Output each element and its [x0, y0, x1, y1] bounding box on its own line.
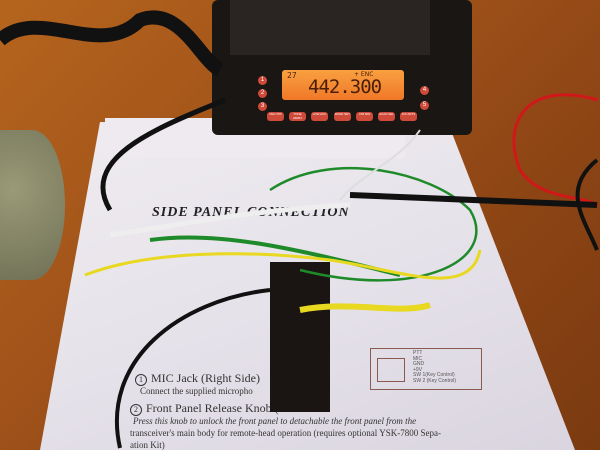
coiled-cord	[0, 10, 224, 77]
pin-label: PTT	[413, 350, 423, 356]
black-cable-lower	[114, 288, 271, 449]
transceiver-speaker-grille	[230, 0, 430, 55]
item2-desc-line3: ation Kit)	[130, 440, 165, 450]
terminal-block	[270, 262, 330, 412]
lcd-display: 27 + ENC 442.300	[282, 70, 404, 100]
flat-cable	[349, 192, 598, 208]
item1-desc: Connect the supplied micropho	[140, 386, 253, 396]
pin-label: +9V	[413, 366, 423, 373]
red-wire	[512, 93, 599, 207]
white-lead	[109, 202, 351, 238]
item2-desc-line1: Press this knob to unlock the front pane…	[133, 416, 417, 426]
pin-diagram: PTT MIC GND +9V SW 1(Key Control) SW 2 (…	[370, 348, 482, 390]
green-wire	[269, 166, 478, 282]
item1-title: 1 MIC Jack (Right Side)	[135, 371, 260, 386]
speaker	[0, 130, 65, 280]
item2-number: 2	[130, 404, 142, 416]
item2-desc-line2: transceiver's main body for remote-head …	[130, 428, 441, 438]
item2-title-text: Front Panel Release Knob (	[146, 401, 279, 415]
item1-number: 1	[135, 374, 147, 386]
pin-label: GND	[413, 361, 425, 367]
channel-readout: 27	[287, 71, 297, 80]
white-thin-wire	[339, 129, 421, 201]
frequency-readout: 442.300	[308, 76, 382, 98]
pin-label: SW 1(Key Control)	[413, 372, 455, 378]
item1-title-text: MIC Jack (Right Side)	[151, 371, 260, 385]
black-cable	[100, 97, 226, 212]
jack-icon	[377, 358, 405, 382]
pin-label: SW 2 (Key Control)	[413, 377, 457, 384]
yellow-clip	[299, 302, 431, 313]
item2-title: 2 Front Panel Release Knob (	[130, 401, 279, 416]
enc-indicator: + ENC	[354, 71, 374, 78]
yellow-lead	[84, 249, 482, 280]
pin-label: MIC	[413, 355, 423, 362]
